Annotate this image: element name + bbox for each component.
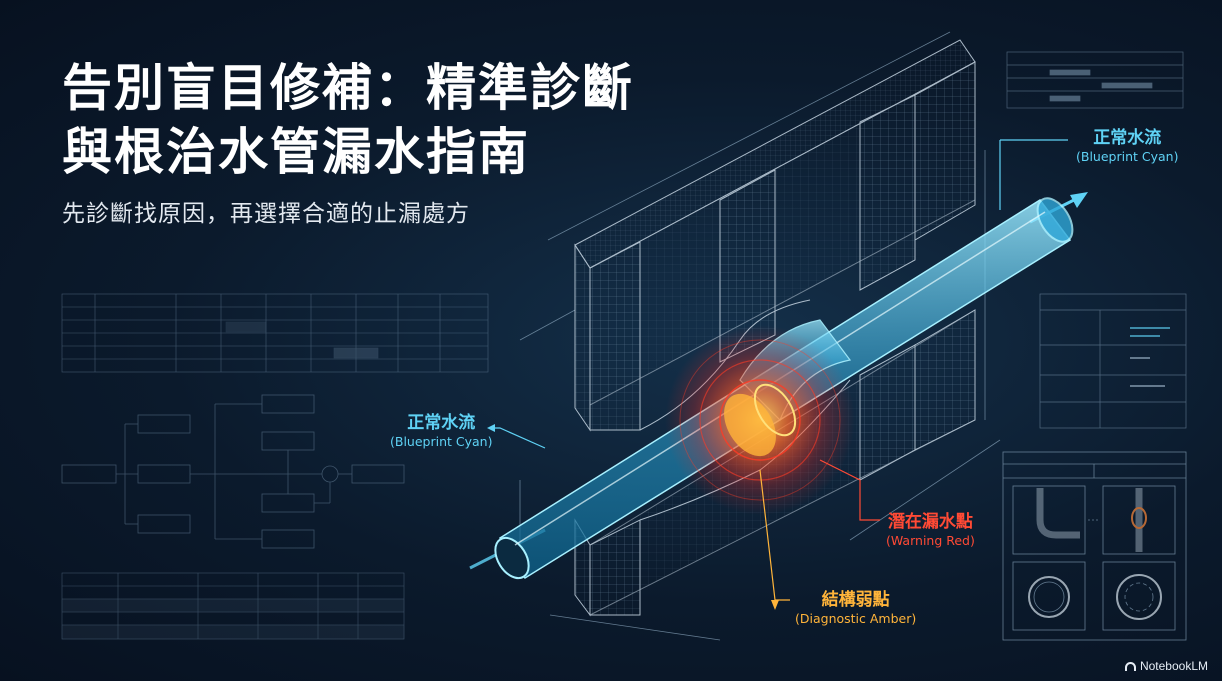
background-data-table — [61, 293, 489, 373]
callout-leak-point: 潛在漏水點 (Warning Red) — [886, 512, 975, 549]
wall-structure — [574, 39, 976, 617]
notebooklm-logo-icon — [1124, 661, 1136, 671]
callout-weak-point: 結構弱點 (Diagnostic Amber) — [795, 590, 916, 627]
dimension-lines — [519, 31, 1001, 641]
title-line-1: 告別盲目修補：精準診斷 — [62, 59, 634, 117]
title-line-2: 與根治水管漏水指南 — [62, 123, 530, 181]
callout-leaders — [487, 139, 1068, 610]
callout-normal-flow-left: 正常水流 (Blueprint Cyan) — [390, 413, 492, 450]
callout-label: 潛在漏水點 — [887, 512, 973, 532]
background-panel-mid-right — [1039, 293, 1187, 429]
brand-watermark: NotebookLM — [1124, 659, 1208, 673]
background-panel-bottom-right — [1002, 451, 1187, 641]
callout-label: 正常水流 — [407, 413, 476, 433]
page-title: 告別盲目修補：精準診斷 與根治水管漏水指南 — [62, 56, 634, 184]
brand-label: NotebookLM — [1139, 659, 1208, 673]
callout-sublabel: (Blueprint Cyan) — [1076, 149, 1179, 165]
callout-sublabel: (Warning Red) — [886, 533, 975, 549]
page-subtitle: 先診斷找原因，再選擇合適的止漏處方 — [62, 201, 470, 227]
background-table-bottom — [61, 572, 405, 640]
background-panel-top-right — [1006, 51, 1184, 109]
callout-sublabel: (Diagnostic Amber) — [795, 611, 917, 627]
callout-label: 正常水流 — [1093, 128, 1162, 148]
leak-glow — [665, 325, 855, 515]
callout-sublabel: (Blueprint Cyan) — [390, 434, 493, 450]
callout-normal-flow-top: 正常水流 (Blueprint Cyan) — [1076, 128, 1178, 165]
background-flowchart — [61, 394, 405, 549]
callout-label: 結構弱點 — [821, 590, 890, 610]
